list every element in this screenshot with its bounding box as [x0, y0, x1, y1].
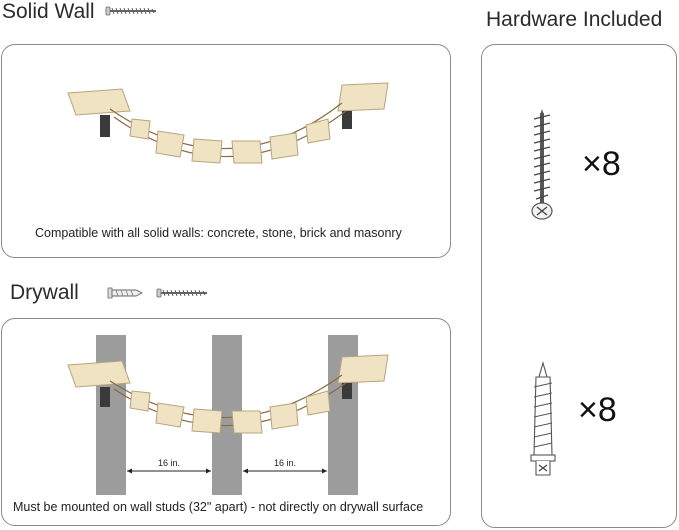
screw-icon	[531, 109, 553, 220]
screw-icon	[105, 6, 156, 16]
screw-icon	[156, 288, 207, 298]
stud-spacing-right-label: 16 in.	[274, 458, 297, 468]
hardware-included-heading: Hardware Included	[486, 8, 663, 31]
wall-anchor-icon	[107, 287, 144, 299]
stud-spacing-left-label: 16 in.	[158, 458, 181, 468]
stud-spacing-dimensions	[127, 468, 327, 474]
cat-bridge-illustration	[67, 354, 389, 434]
anchors-count: ×8	[578, 391, 617, 429]
solid-wall-heading: Solid Wall	[2, 0, 95, 23]
hardware-panel: ×8 ×8	[481, 44, 677, 528]
drywall-heading: Drywall	[10, 281, 79, 304]
solid-wall-caption: Compatible with all solid walls: concret…	[35, 226, 402, 240]
drywall-caption: Must be mounted on wall studs (32" apart…	[13, 500, 424, 514]
solid-wall-panel: Compatible with all solid walls: concret…	[1, 44, 451, 258]
drywall-panel: 16 in. 16 in. Must be mounted on wall st…	[1, 318, 451, 526]
screws-count: ×8	[582, 145, 621, 183]
wall-anchor-icon	[530, 360, 556, 476]
cat-bridge-illustration	[67, 82, 389, 164]
